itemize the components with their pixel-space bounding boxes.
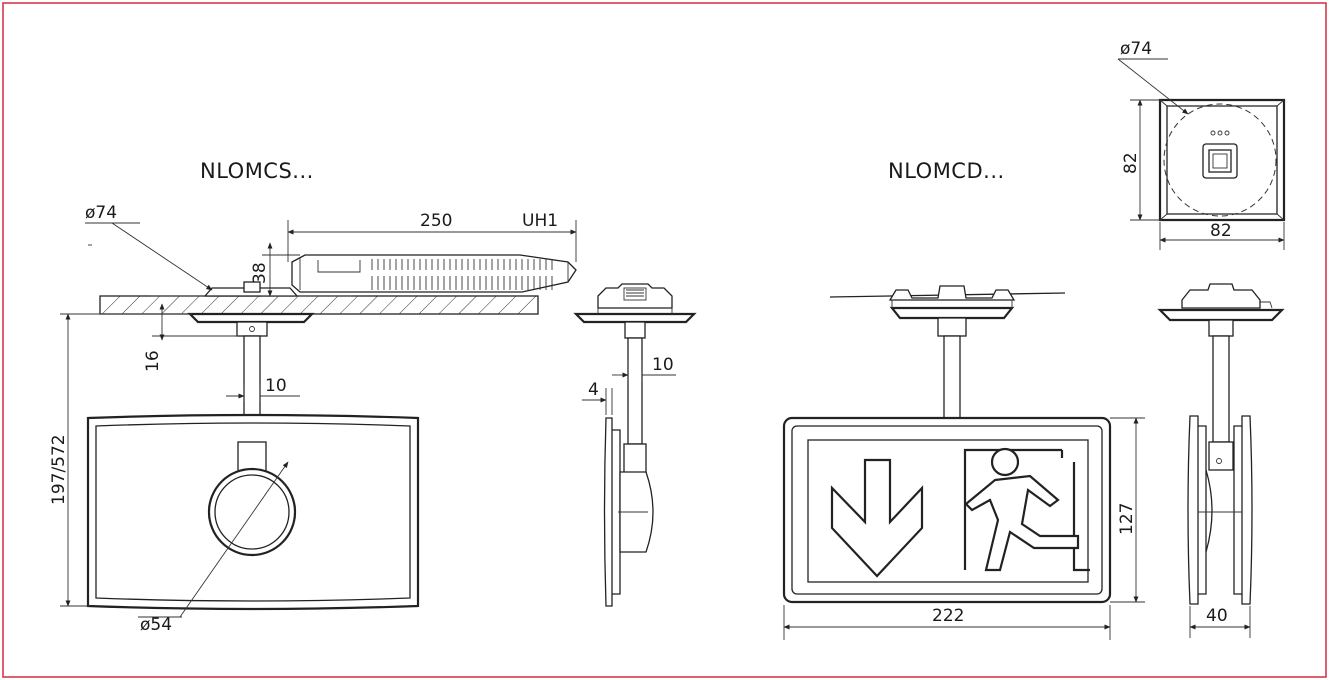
arrow-down-icon <box>830 458 924 578</box>
dim-stem-width: 10 <box>265 376 287 396</box>
dimensions-top: ø74 82 82 <box>1117 39 1285 250</box>
dim-canopy-thickness: 16 <box>143 350 163 372</box>
dimensions-single: ø74 250 UH1 38 16 197/572 10 ø5 <box>49 203 577 635</box>
lens-ring-outer <box>207 467 297 557</box>
dim-housing-length: 250 <box>420 211 452 231</box>
nlomcd-side-view <box>1157 283 1285 605</box>
dim-top-cutout: ø74 <box>1120 39 1152 59</box>
dim-sign-width: 222 <box>932 606 964 626</box>
dim-panel-thickness: 4 <box>588 380 599 400</box>
dim-cutout-left: ø74 <box>85 203 117 223</box>
dim-housing-height: 38 <box>250 262 270 284</box>
dim-total-height: 197/572 <box>49 434 69 505</box>
ceiling-slab <box>99 295 539 315</box>
dim-side-depth: 40 <box>1206 606 1228 626</box>
dim-side-stem-width: 10 <box>652 355 674 375</box>
dimensions-double: 127 222 <box>783 417 1145 640</box>
housing-uh1 <box>291 254 577 293</box>
model-title-single: NLOMCS... <box>200 159 314 183</box>
dimensions-side-single: 10 4 <box>582 355 676 415</box>
dim-top-depth: 82 <box>1121 152 1141 174</box>
model-title-double: NLOMCD... <box>888 159 1005 183</box>
nlomcd-front-view: NLOMCD... <box>782 159 1112 604</box>
nlomcs-side-view <box>573 283 697 607</box>
pictogram-square-icon <box>1202 143 1238 179</box>
dim-lens-diameter: ø54 <box>140 615 172 635</box>
dim-sign-height: 127 <box>1117 503 1137 535</box>
top-view <box>1158 98 1286 222</box>
nlomcs-front-view: NLOMCS... <box>86 159 577 611</box>
dim-top-width: 82 <box>1210 221 1232 241</box>
dimensions-side-double: 40 <box>1189 606 1251 638</box>
dim-housing-code: UH1 <box>522 211 558 231</box>
running-man-icon <box>963 447 1090 572</box>
